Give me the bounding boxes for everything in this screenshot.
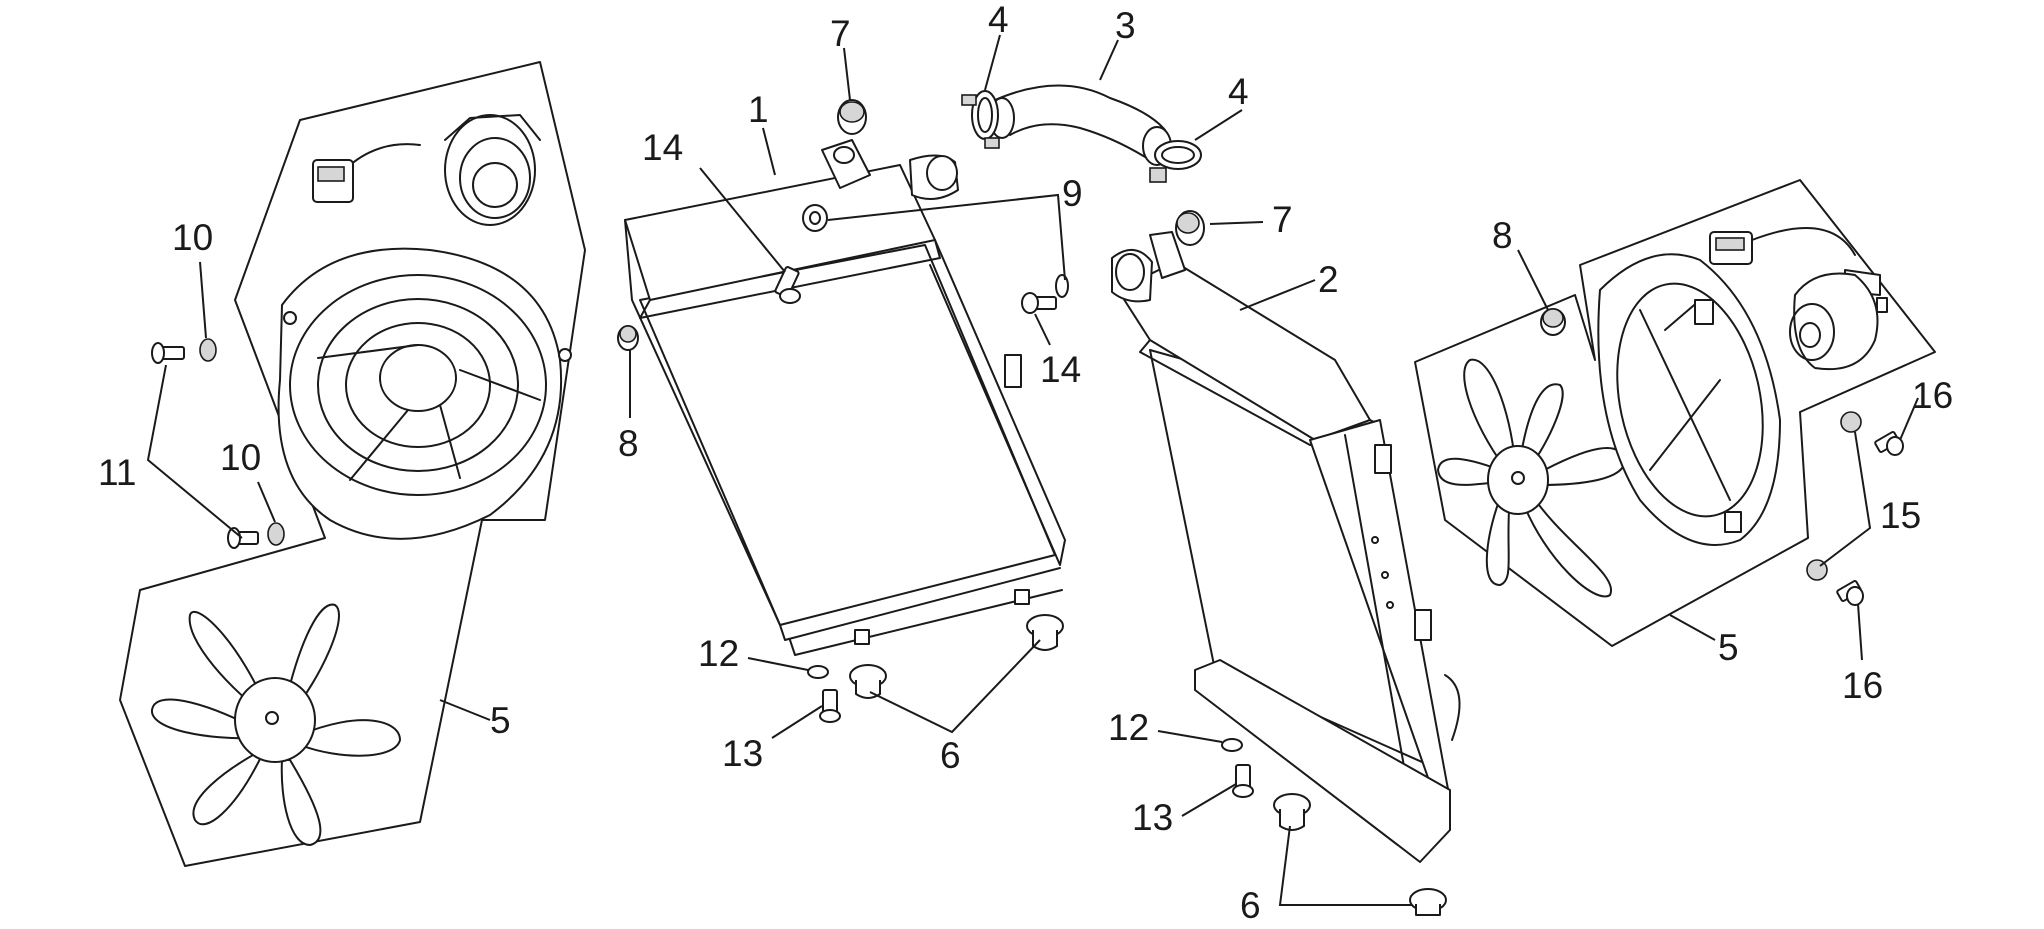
callout-14-lower: 14 — [1040, 349, 1081, 390]
callout-6-left: 6 — [940, 735, 961, 776]
part-13-screw-right — [1232, 764, 1254, 798]
left-fan-shroud — [277, 247, 572, 540]
callout-labels: 1 2 3 4 4 5 5 6 6 7 7 8 8 9 10 10 11 12 … — [98, 0, 1953, 926]
part-6-grommet-d — [1409, 888, 1447, 916]
part-10-washer-lower — [267, 522, 285, 546]
part-7-grommet-right — [1175, 210, 1205, 246]
right-fan-group-outline — [1414, 179, 1936, 647]
part-12-washer-left — [807, 665, 829, 679]
part-11-screw-upper — [151, 342, 185, 364]
part-3-hose — [989, 84, 1172, 166]
callout-12-left: 12 — [698, 633, 739, 674]
callout-5-left: 5 — [490, 700, 511, 741]
callout-8-right: 8 — [1492, 215, 1513, 256]
callout-16-lower: 16 — [1842, 665, 1883, 706]
callout-15: 15 — [1880, 495, 1921, 536]
left-fan-blade — [150, 603, 401, 846]
callout-16-upper: 16 — [1912, 375, 1953, 416]
part-16-screw-lower — [1836, 580, 1864, 606]
part-8-grommet-left — [617, 325, 639, 351]
callout-12-right: 12 — [1108, 707, 1149, 748]
part-12-washer-right — [1221, 738, 1243, 752]
callout-5-right: 5 — [1718, 627, 1739, 668]
callout-10-upper: 10 — [172, 217, 213, 258]
part-8-grommet-right — [1540, 308, 1566, 336]
part-6-grommet-b — [1026, 614, 1064, 651]
left-fan-assembly — [119, 61, 586, 867]
part-15-washer-upper — [1840, 411, 1862, 433]
radiator-2 — [1111, 231, 1461, 863]
left-fan-motor — [312, 114, 541, 226]
leader-lines — [146, 34, 1919, 906]
callout-13-left: 13 — [722, 733, 763, 774]
callout-8-left: 8 — [618, 423, 639, 464]
part-7-grommet-left — [837, 99, 867, 135]
part-6-grommet-c — [1273, 793, 1311, 831]
part-6-grommet-a — [849, 664, 887, 699]
part-10-washer-upper — [199, 338, 217, 362]
callout-1: 1 — [748, 89, 769, 130]
callout-4-right: 4 — [1228, 71, 1249, 112]
callout-6-right: 6 — [1240, 885, 1261, 924]
part-13-screw-left — [819, 689, 841, 723]
right-fan-shroud — [1597, 253, 1781, 546]
radiator-1-core — [639, 244, 1056, 626]
callout-3: 3 — [1115, 5, 1136, 46]
right-fan-motor — [1709, 227, 1888, 371]
radiator-1 — [624, 139, 1066, 656]
callout-10-lower: 10 — [220, 437, 261, 478]
callout-14-upper: 14 — [642, 127, 683, 168]
part-14-bolt-lower — [1021, 274, 1069, 314]
right-fan-blade — [1437, 358, 1626, 598]
callout-2: 2 — [1318, 259, 1339, 300]
callout-7-right: 7 — [1272, 199, 1293, 240]
callout-7-left: 7 — [830, 13, 851, 54]
part-4-clamp-right — [1149, 140, 1202, 183]
part-4-clamp-left — [961, 90, 1000, 149]
callout-13-right: 13 — [1132, 797, 1173, 838]
callout-4-left: 4 — [988, 0, 1009, 40]
part-16-screw-upper — [1874, 431, 1904, 456]
callout-9: 9 — [1062, 173, 1083, 214]
part-14-bolt-upper — [774, 266, 801, 304]
callout-11: 11 — [98, 452, 136, 493]
right-fan-assembly — [1414, 179, 1936, 647]
part-9-washer — [802, 204, 828, 232]
